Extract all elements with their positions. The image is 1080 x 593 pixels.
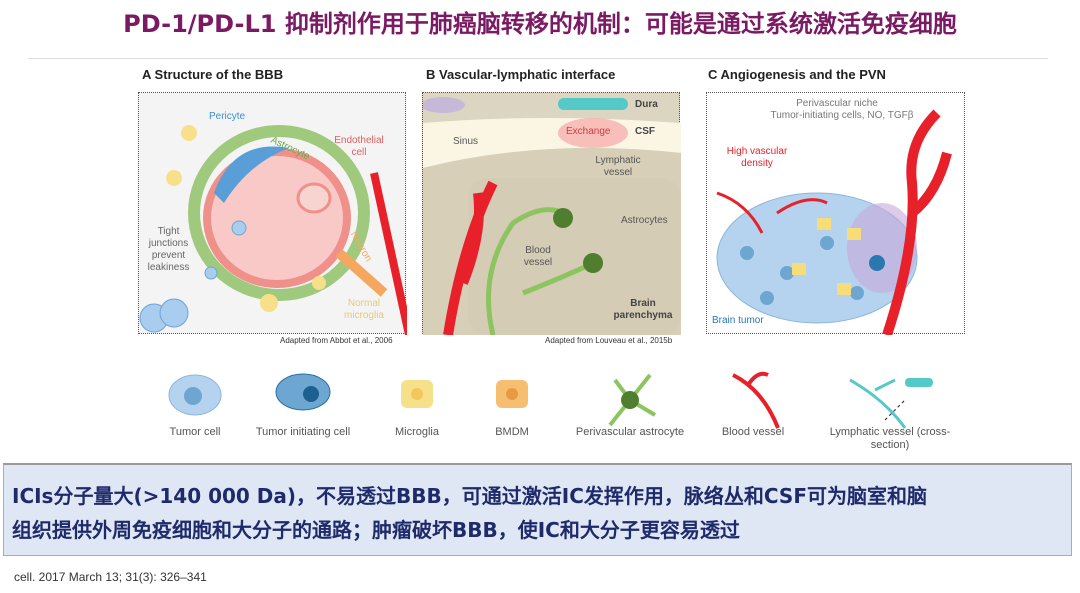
label-lymphatic-vessel: Lymphatic vessel — [595, 155, 641, 178]
label-brain-tumor: Brain tumor — [712, 315, 764, 326]
label-exchange: Exchange — [566, 126, 611, 137]
panel-b-vascular-lymphatic: Dura CSF Sinus Exchange Lymphatic vessel… — [421, 92, 681, 336]
microglia-icon — [401, 380, 433, 408]
label-microglia: Normal microglia — [343, 298, 384, 321]
label-blood-vessel: Blood vessel — [523, 245, 553, 268]
panel-c-angiogenesis-pvn: Perivascular niche Tumor-initiating cell… — [706, 92, 965, 337]
legend-bmdm: BMDM — [452, 370, 572, 439]
legend-tumor-cell: Tumor cell — [135, 370, 255, 439]
citation: cell. 2017 March 13; 31(3): 326–341 — [14, 570, 207, 584]
label-perivascular-niche: Perivascular niche — [796, 98, 878, 109]
legend-microglia: Microglia — [357, 370, 477, 439]
legend-lymphatic-vessel: Lymphatic vessel (cross-section) — [820, 370, 960, 452]
lymphatic-vessel-icon — [849, 378, 933, 429]
legend-blood-vessel: Blood vessel — [693, 370, 813, 439]
panel-a-credit: Adapted from Abbot et al., 2006 — [280, 336, 393, 345]
label-endothelial: Endothelial cell — [334, 135, 384, 158]
legend-perivascular-astrocyte: Perivascular astrocyte — [570, 370, 690, 439]
summary-box: ICIs分子量大(>140 000 Da)，不易透过BBB，可通过激活IC发挥作… — [3, 463, 1072, 556]
bmdm-icon — [496, 380, 528, 408]
label-csf: CSF — [635, 126, 655, 137]
slide-title: PD-1/PD-L1 抑制剂作用于肺癌脑转移的机制：可能是通过系统激活免疫细胞 — [123, 10, 957, 38]
vascular-lymphatic-illustration — [421, 97, 681, 336]
panel-c-heading: C Angiogenesis and the PVN — [708, 67, 886, 82]
label-pericyte: Pericyte — [209, 111, 246, 122]
blood-vessel-icon — [732, 371, 780, 429]
panel-b-credit: Adapted from Louveau et al., 2015b — [545, 336, 673, 345]
label-niche-factors: Tumor-initiating cells, NO, TGFβ — [770, 110, 914, 121]
label-astrocytes: Astrocytes — [621, 215, 668, 226]
tumor-cell-icon — [168, 374, 222, 416]
panel-a-bbb-structure: Pericyte Astrocyte Endothelial cell Tigh… — [138, 92, 413, 336]
bbb-illustration — [139, 125, 413, 336]
summary-line-1: ICIs分子量大(>140 000 Da)，不易透过BBB，可通过激活IC发挥作… — [12, 484, 927, 508]
astrocyte-icon — [608, 373, 657, 427]
label-tight-junctions: Tight junctions prevent leakiness — [147, 226, 190, 273]
legend-tumor-initiating-cell: Tumor initiating cell — [243, 370, 363, 439]
tumor-initiating-cell-icon — [275, 373, 331, 411]
divider — [28, 58, 1048, 59]
panel-a-heading: A Structure of the BBB — [142, 67, 284, 82]
label-dura: Dura — [635, 99, 658, 110]
summary-line-2: 组织提供外周免疫细胞和大分子的通路；肿瘤破坏BBB，使IC和大分子更容易透过 — [12, 518, 740, 542]
label-brain-parenchyma: Brain parenchyma — [613, 298, 673, 321]
label-high-vascular-density: High vascular density — [726, 146, 788, 169]
angiogenesis-illustration — [716, 109, 952, 337]
label-sinus: Sinus — [453, 136, 479, 147]
panel-b-heading: B Vascular-lymphatic interface — [426, 67, 616, 82]
